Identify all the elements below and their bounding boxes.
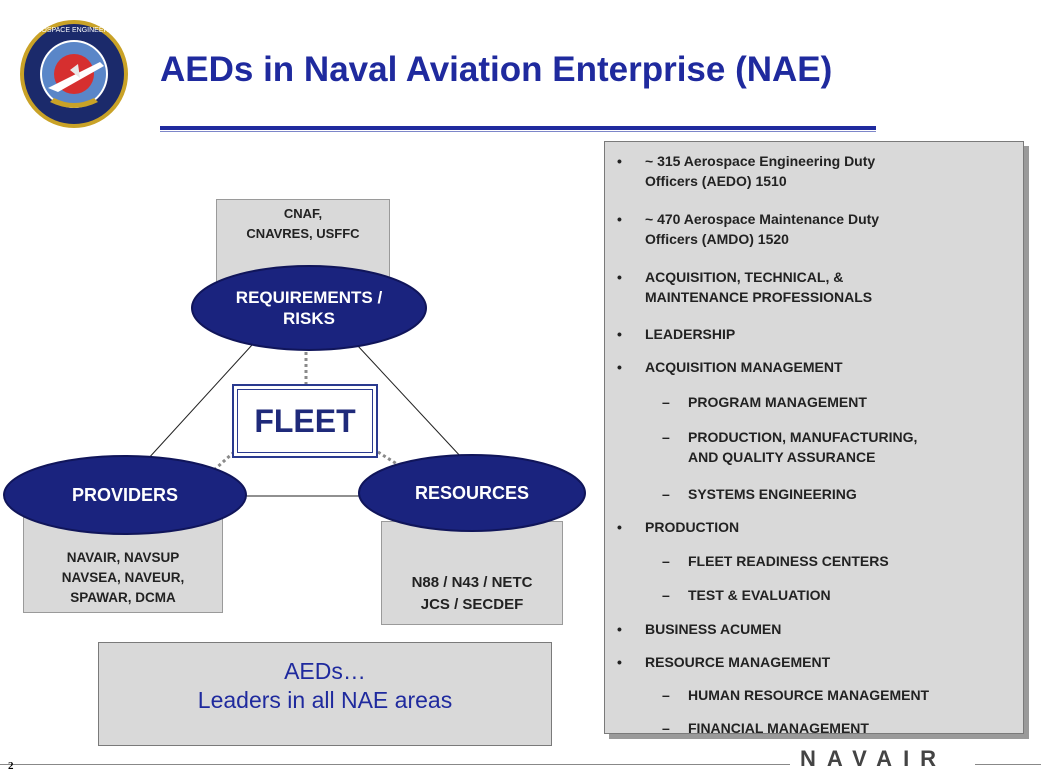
bullet-marker: • bbox=[617, 519, 622, 535]
list-subitem: TEST & EVALUATION bbox=[688, 587, 831, 603]
fleet-box: FLEET bbox=[232, 384, 378, 458]
resources-box: N88 / N43 / NETC JCS / SECDEF bbox=[381, 521, 563, 625]
list-subitem: FINANCIAL MANAGEMENT bbox=[688, 720, 869, 736]
fleet-label: FLEET bbox=[237, 389, 373, 453]
dash-marker: – bbox=[662, 394, 670, 410]
providers-label: PROVIDERS bbox=[71, 484, 179, 505]
aeds-callout: AEDs… Leaders in all NAE areas bbox=[98, 642, 552, 746]
footer-rule-right bbox=[975, 764, 1041, 765]
aerospace-engineering-seal: AEROSPACE ENGINEERING bbox=[20, 20, 128, 128]
dash-marker: – bbox=[662, 587, 670, 603]
list-item: ~ 315 Aerospace Engineering Duty Officer… bbox=[645, 153, 876, 189]
list-item: LEADERSHIP bbox=[645, 326, 736, 342]
list-subitem: SYSTEMS ENGINEERING bbox=[688, 486, 857, 502]
providers-box: NAVAIR, NAVSUP NAVSEA, NAVEUR, SPAWAR, D… bbox=[23, 517, 223, 613]
bullet-marker: • bbox=[617, 326, 622, 342]
providers-oval bbox=[3, 455, 247, 535]
title-underline-thin bbox=[160, 131, 876, 132]
list-subitem: PRODUCTION, MANUFACTURING, AND QUALITY A… bbox=[688, 429, 918, 465]
dash-marker: – bbox=[662, 486, 670, 502]
dash-marker: – bbox=[662, 429, 670, 445]
title-underline bbox=[160, 126, 876, 130]
list-subitem: FLEET READINESS CENTERS bbox=[688, 553, 889, 569]
resources-label: RESOURCES bbox=[414, 482, 530, 503]
triangle-right-edge bbox=[356, 344, 463, 459]
svg-text:AEROSPACE ENGINEERING: AEROSPACE ENGINEERING bbox=[27, 27, 121, 34]
list-subitem: HUMAN RESOURCE MANAGEMENT bbox=[688, 687, 930, 703]
dash-marker: – bbox=[662, 687, 670, 703]
triangle-left-edge bbox=[146, 344, 253, 461]
dotted-connector-left bbox=[212, 450, 236, 472]
bullet-marker: • bbox=[617, 621, 622, 637]
bullet-marker: • bbox=[617, 654, 622, 670]
bullet-marker: • bbox=[617, 269, 622, 285]
list-item: ACQUISITION, TECHNICAL, & MAINTENANCE PR… bbox=[645, 269, 873, 305]
roles-panel bbox=[604, 141, 1024, 734]
footer-rule bbox=[0, 764, 790, 765]
list-item: BUSINESS ACUMEN bbox=[645, 621, 782, 637]
list-item: PRODUCTION bbox=[645, 519, 740, 535]
callout-line-2: Leaders in all NAE areas bbox=[197, 687, 453, 713]
list-item: ACQUISITION MANAGEMENT bbox=[645, 359, 843, 375]
bullet-marker: • bbox=[617, 211, 622, 227]
requirements-oval bbox=[191, 265, 427, 351]
page-title: AEDs in Naval Aviation Enterprise (NAE) bbox=[160, 50, 833, 89]
dash-marker: – bbox=[662, 553, 670, 569]
list-subitem: PROGRAM MANAGEMENT bbox=[688, 394, 867, 410]
dotted-connector-right bbox=[377, 450, 401, 468]
requirements-label: REQUIREMENTS / RISKS bbox=[235, 288, 383, 328]
list-item: ~ 470 Aerospace Maintenance Duty Officer… bbox=[645, 211, 880, 247]
page-number: 2 bbox=[8, 760, 14, 772]
resources-oval bbox=[358, 454, 586, 532]
bullet-marker: • bbox=[617, 359, 622, 375]
list-item: RESOURCE MANAGEMENT bbox=[645, 654, 831, 670]
navair-logo: NAVAIR bbox=[800, 746, 948, 771]
callout-line-1: AEDs… bbox=[284, 658, 366, 684]
dash-marker: – bbox=[662, 720, 670, 736]
bullet-marker: • bbox=[617, 153, 622, 169]
